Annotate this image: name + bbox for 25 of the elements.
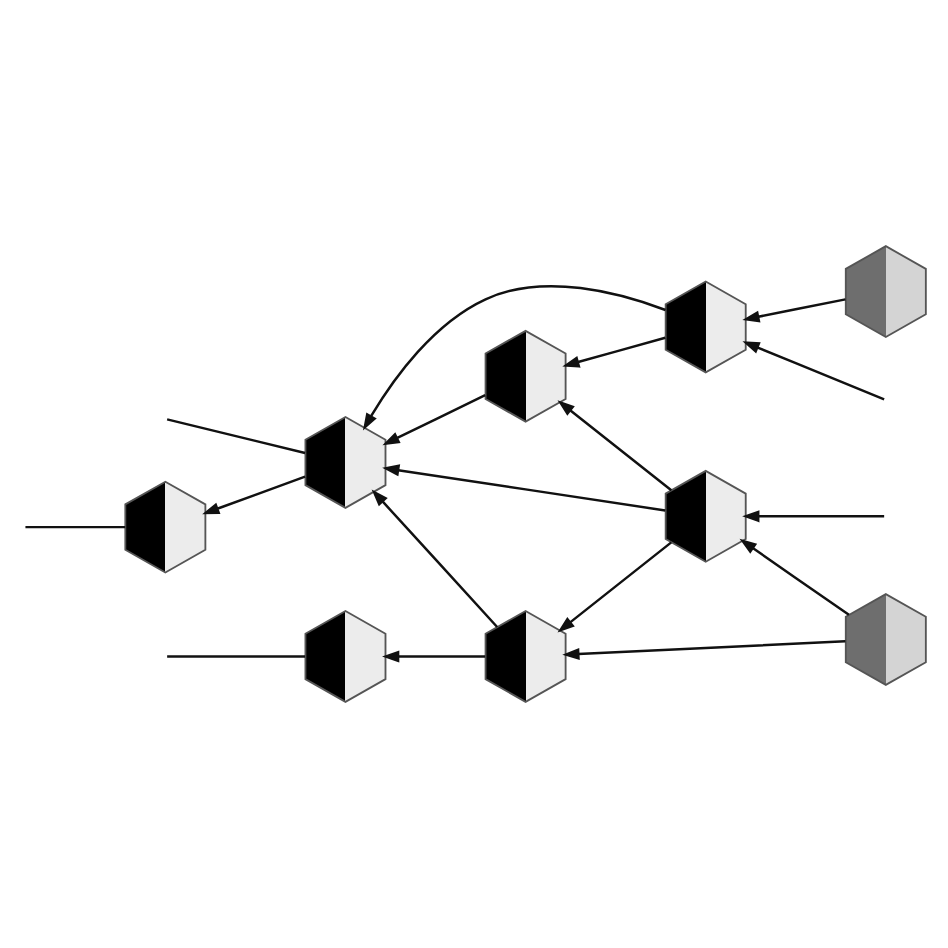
arrow: [561, 640, 845, 660]
connector: [166, 655, 305, 658]
connector: [165, 418, 305, 455]
connector: [24, 525, 125, 529]
arrow: [556, 541, 672, 633]
arrow: [201, 475, 305, 515]
node-cube: [843, 593, 926, 686]
arrow: [381, 464, 665, 512]
arrow: [741, 341, 884, 401]
node-cube: [663, 469, 746, 563]
arrow: [381, 650, 485, 663]
arrow: [741, 298, 845, 323]
node-cube: [843, 245, 926, 339]
node-cube: [663, 280, 746, 374]
node-cube: [483, 609, 566, 703]
node-cube: [483, 329, 566, 423]
arrow: [381, 394, 485, 446]
arrow: [561, 336, 665, 368]
arrow: [361, 285, 665, 431]
node-cube: [303, 609, 386, 703]
arrow: [738, 538, 849, 616]
arrow: [741, 510, 884, 523]
arrow: [370, 489, 498, 628]
node-cube: [123, 480, 206, 574]
arrow: [556, 400, 672, 492]
